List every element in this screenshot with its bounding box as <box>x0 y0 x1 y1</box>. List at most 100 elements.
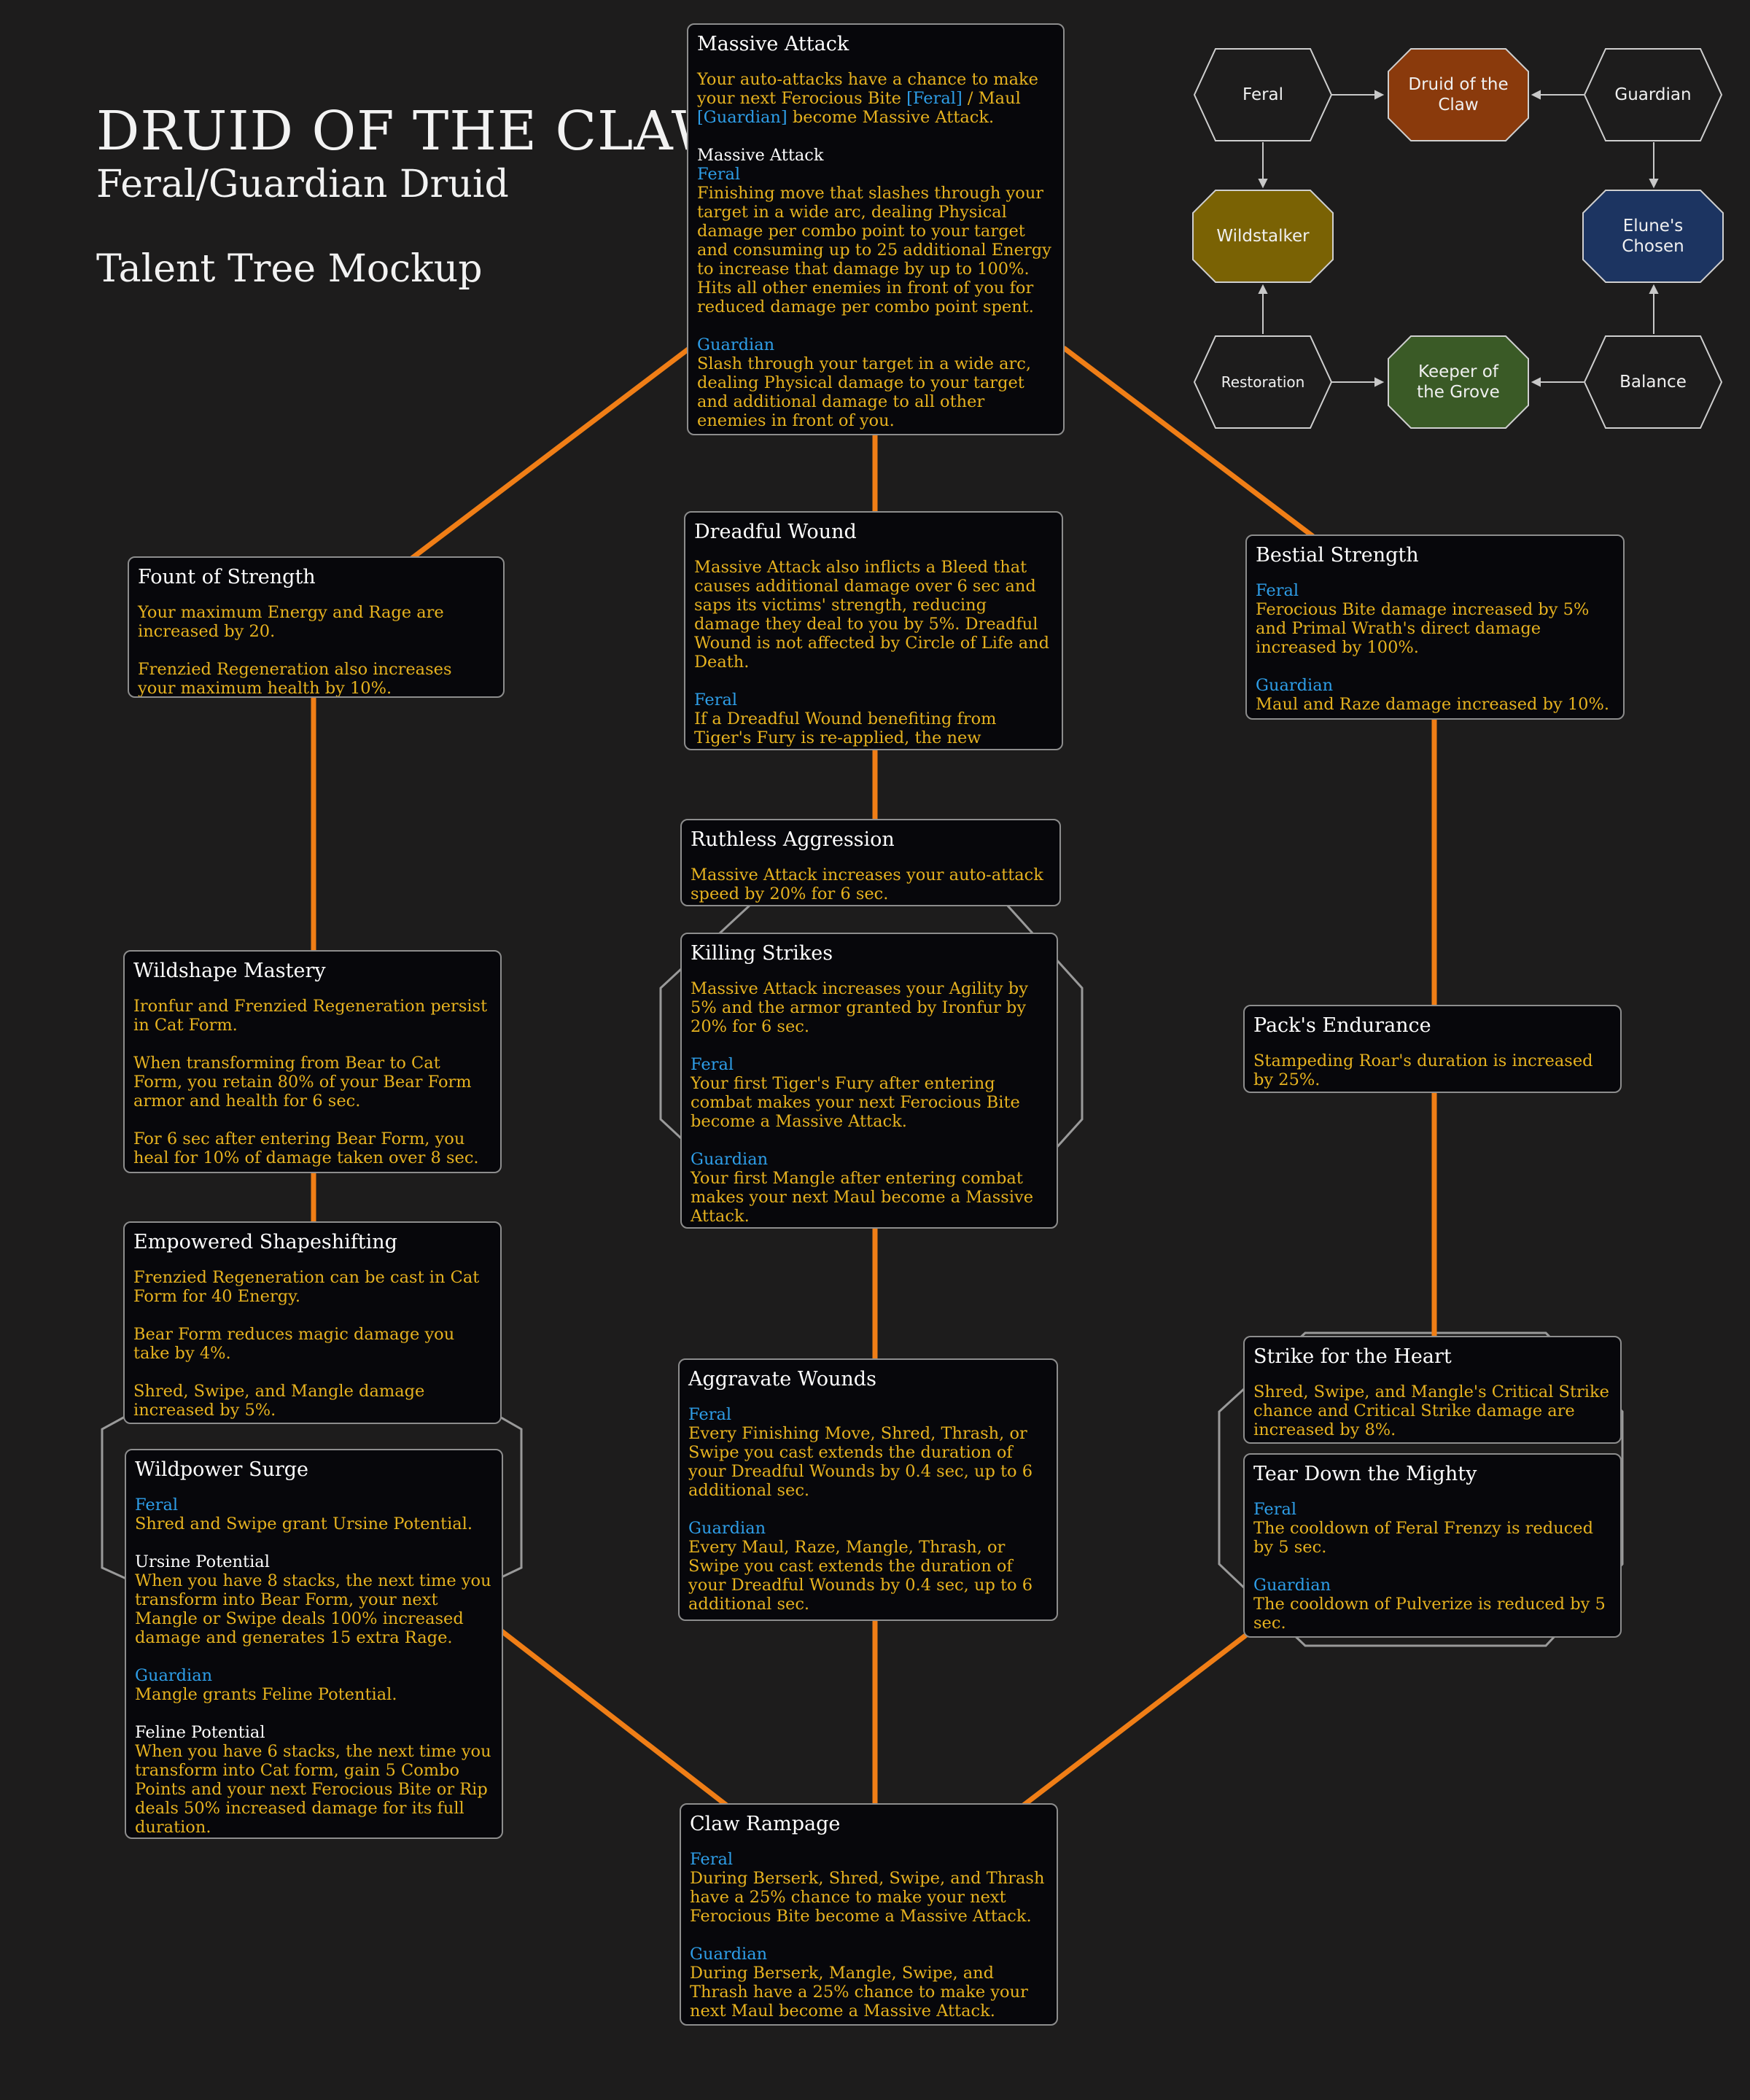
talent-title: Strike for the Heart <box>1253 1345 1452 1368</box>
guardian-section: Guardian Mangle grants Feline Potential. <box>135 1666 493 1704</box>
talent-description: Bear Form reduces magic damage you take … <box>133 1325 455 1363</box>
talent-title: Dreadful Wound <box>694 521 857 543</box>
guardian-text: During Berserk, Mangle, Swipe, and Thras… <box>690 1964 1028 2021</box>
talent-strike-for-the-heart[interactable]: Strike for the Heart Shred, Swipe, and M… <box>1243 1336 1622 1444</box>
feral-text: Ferocious Bite damage increased by 5% an… <box>1256 600 1590 657</box>
spec-druid-of-the-claw-label: Druid of the Claw <box>1408 75 1509 114</box>
arrowhead-feral-wildstalker <box>1258 179 1268 189</box>
talent-title: Killing Strikes <box>691 942 833 965</box>
guardian-label: Guardian <box>697 335 775 354</box>
feral-label: Feral <box>1253 1500 1297 1519</box>
title-block: DRUID OF THE CLAW Feral/Guardian Druid T… <box>96 100 728 292</box>
talent-description: Your auto-attacks have a chance to make … <box>697 70 1038 127</box>
feral-text: During Berserk, Shred, Swipe, and Thrash… <box>690 1869 1045 1926</box>
guardian-label: Guardian <box>690 1945 768 1964</box>
spec-feral-label: Feral <box>1242 85 1284 104</box>
talent-claw-rampage[interactable]: Claw Rampage Feral During Berserk, Shred… <box>680 1803 1058 2026</box>
feral-section: Feral If a Dreadful Wound benefiting fro… <box>694 691 1053 749</box>
ursine-label: Ursine Potential <box>135 1552 270 1571</box>
talent-description: Stampeding Roar's duration is increased … <box>1253 1051 1593 1089</box>
talent-bestial-strength[interactable]: Bestial Strength Feral Ferocious Bite da… <box>1245 534 1625 720</box>
talent-description: Massive Attack increases your Agility by… <box>691 979 1028 1036</box>
talent-description: Shred, Swipe, and Mangle damage increase… <box>133 1382 425 1420</box>
guardian-section: Guardian Maul and Raze damage increased … <box>1256 676 1614 714</box>
guardian-section: Guardian The cooldown of Pulverize is re… <box>1253 1576 1611 1633</box>
talent-description: Your maximum Energy and Rage are increas… <box>138 603 444 641</box>
talent-wildpower-surge[interactable]: Wildpower Surge Feral Shred and Swipe gr… <box>125 1449 503 1839</box>
edge-massive-bestial <box>1062 346 1315 539</box>
spec-restoration: Restoration <box>1194 335 1332 429</box>
feral-label: Feral <box>135 1496 179 1514</box>
feral-section: Feral Shred and Swipe grant Ursine Poten… <box>135 1496 493 1533</box>
feral-label: Feral <box>691 1055 734 1074</box>
talent-title: Bestial Strength <box>1256 544 1419 567</box>
spec-keeper-of-the-grove: Keeper of the Grove <box>1388 335 1529 429</box>
talent-title: Massive Attack <box>697 33 849 55</box>
feral-text: Finishing move that slashes through your… <box>697 184 1051 316</box>
talent-description: Shred, Swipe, and Mangle's Critical Stri… <box>1253 1382 1609 1439</box>
spec-keeper-of-the-grove-label: Keeper of the Grove <box>1417 362 1500 402</box>
feral-section: Feral Ferocious Bite damage increased by… <box>1256 581 1614 657</box>
page-subtitle: Feral/Guardian Druid <box>96 163 509 207</box>
feral-section: Feral Your first Tiger's Fury after ente… <box>691 1055 1048 1131</box>
feral-section: Feral During Berserk, Shred, Swipe, and … <box>690 1850 1048 1926</box>
mockup-label: Talent Tree Mockup <box>96 247 483 292</box>
talent-title: Pack's Endurance <box>1253 1014 1431 1037</box>
talent-killing-strikes[interactable]: Killing Strikes Massive Attack increases… <box>680 933 1058 1229</box>
talent-aggravate-wounds[interactable]: Aggravate Wounds Feral Every Finishing M… <box>678 1358 1058 1621</box>
feral-text: Your first Tiger's Fury after entering c… <box>691 1074 1020 1131</box>
talent-massive-attack[interactable]: Massive Attack Your auto-attacks have a … <box>687 23 1065 435</box>
guardian-section: Guardian Every Maul, Raze, Mangle, Thras… <box>688 1519 1048 1614</box>
arrowhead-balance-keeper <box>1531 377 1541 387</box>
talent-title: Wildshape Mastery <box>133 960 326 982</box>
arrowhead-feral-claw <box>1374 90 1385 100</box>
spec-elunes-chosen-label: Elune's Chosen <box>1622 217 1684 256</box>
guardian-text: Your first Mangle after entering combat … <box>691 1169 1034 1226</box>
talent-dreadful-wound[interactable]: Dreadful Wound Massive Attack also infli… <box>684 511 1063 750</box>
edge-wildpower-claw <box>499 1628 731 1809</box>
talent-title: Fount of Strength <box>138 566 316 588</box>
feral-section: Feral The cooldown of Feral Frenzy is re… <box>1253 1500 1611 1557</box>
guardian-section: Guardian Your first Mangle after enterin… <box>691 1150 1048 1226</box>
arrowhead-resto-keeper <box>1374 377 1385 387</box>
talent-title: Empowered Shapeshifting <box>133 1231 397 1253</box>
arrowhead-guardian-claw <box>1531 90 1541 100</box>
talent-description: Massive Attack also inflicts a Bleed tha… <box>694 558 1050 672</box>
arrowhead-guardian-elune <box>1649 179 1659 189</box>
talent-description: Frenzied Regeneration can be cast in Cat… <box>133 1268 480 1306</box>
guardian-label: Guardian <box>691 1150 769 1169</box>
feral-text: Shred and Swipe grant Ursine Potential. <box>135 1514 473 1533</box>
guardian-section: Guardian During Berserk, Mangle, Swipe, … <box>690 1945 1048 2021</box>
feline-text: When you have 6 stacks, the next time yo… <box>135 1742 491 1837</box>
talent-title: Aggravate Wounds <box>688 1368 876 1391</box>
spec-balance-label: Balance <box>1619 373 1687 392</box>
talent-ruthless-aggression[interactable]: Ruthless Aggression Massive Attack incre… <box>680 819 1061 906</box>
talent-description: When transforming from Bear to Cat Form,… <box>133 1054 472 1111</box>
spec-feral: Feral <box>1194 48 1332 141</box>
guardian-tag: [Guardian] <box>697 108 788 127</box>
spec-wildstalker-label: Wildstalker <box>1216 227 1310 246</box>
feral-section: Feral Every Finishing Move, Shred, Thras… <box>688 1405 1048 1500</box>
guardian-label: Guardian <box>1256 676 1334 695</box>
guardian-text: Mangle grants Feline Potential. <box>135 1685 397 1704</box>
talent-fount-of-strength[interactable]: Fount of Strength Your maximum Energy an… <box>128 556 505 698</box>
arrowhead-balance-elune <box>1649 284 1659 294</box>
spec-balance: Balance <box>1584 335 1722 429</box>
talent-packs-endurance[interactable]: Pack's Endurance Stampeding Roar's durat… <box>1243 1005 1622 1093</box>
talent-description: Ironfur and Frenzied Regeneration persis… <box>133 997 488 1035</box>
guardian-text: Maul and Raze damage increased by 10%. <box>1256 695 1610 714</box>
spec-restoration-label: Restoration <box>1221 373 1305 391</box>
guardian-label: Guardian <box>135 1666 213 1685</box>
page-title: DRUID OF THE CLAW <box>96 100 728 163</box>
talent-wildshape-mastery[interactable]: Wildshape Mastery Ironfur and Frenzied R… <box>123 950 502 1173</box>
arrowhead-resto-wildstalker <box>1258 284 1268 294</box>
feral-label: Feral <box>688 1405 732 1424</box>
feral-label: Feral <box>690 1850 734 1869</box>
feline-section: Feline Potential When you have 6 stacks,… <box>135 1723 493 1837</box>
feral-text: Every Finishing Move, Shred, Thrash, or … <box>688 1424 1033 1500</box>
talent-empowered-shapeshifting[interactable]: Empowered Shapeshifting Frenzied Regener… <box>123 1221 502 1424</box>
feline-label: Feline Potential <box>135 1723 265 1742</box>
talent-tear-down-the-mighty[interactable]: Tear Down the Mighty Feral The cooldown … <box>1243 1453 1622 1638</box>
talent-title: Claw Rampage <box>690 1813 841 1835</box>
spec-guardian: Guardian <box>1584 48 1722 141</box>
